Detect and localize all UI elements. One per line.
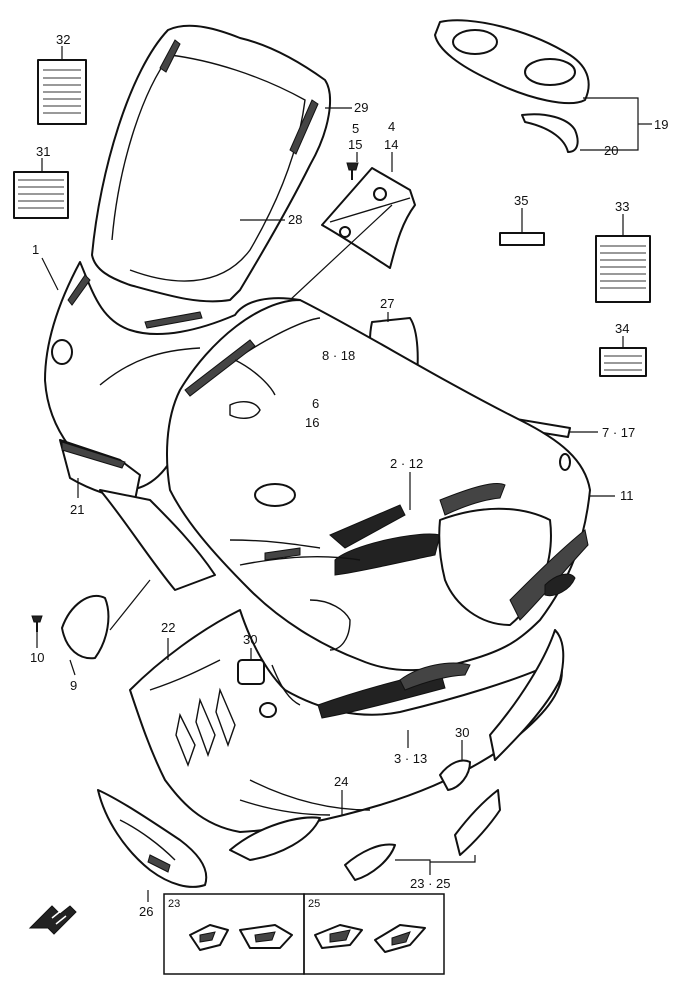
decal-23-a — [344, 843, 396, 881]
cowling-trim-19-20 — [434, 19, 590, 153]
callout-1: 1 — [32, 242, 39, 257]
callout-23-25: 23 · 25 — [410, 876, 450, 891]
label-decal-34 — [599, 347, 647, 377]
inset-label-25: 25 — [308, 898, 320, 910]
label-decal-35 — [499, 232, 545, 246]
callout-15: 15 — [348, 137, 362, 152]
callout-6: 6 — [312, 396, 319, 411]
callout-30-right: 30 — [455, 725, 469, 740]
callout-4: 4 — [388, 119, 395, 134]
lower-side-piece-26 — [97, 789, 208, 888]
inset-box-25 — [303, 893, 445, 975]
callout-9: 9 — [70, 678, 77, 693]
label-decal-31 — [13, 171, 69, 219]
callout-24: 24 — [334, 774, 348, 789]
cap-30-left — [237, 659, 265, 685]
callout-32: 32 — [56, 32, 70, 47]
callout-7-17: 7 · 17 — [602, 425, 635, 440]
callout-33: 33 — [615, 199, 629, 214]
screw-icon — [31, 615, 43, 632]
callout-20: 20 — [604, 143, 618, 158]
decal-25-a — [454, 789, 501, 856]
inner-panel-21 — [59, 439, 216, 591]
callout-3-13: 3 · 13 — [394, 751, 427, 766]
callout-22: 22 — [161, 620, 175, 635]
inset-box-23 — [163, 893, 305, 975]
label-decal-32 — [37, 59, 87, 125]
callout-5: 5 — [352, 121, 359, 136]
callout-35: 35 — [514, 193, 528, 208]
side-cowling-11 — [166, 299, 591, 672]
screw-icon — [346, 162, 359, 180]
callout-28: 28 — [288, 212, 302, 227]
windscreen — [91, 24, 331, 303]
callout-29: 29 — [354, 100, 368, 115]
direction-arrow-icon — [28, 905, 77, 935]
callout-26: 26 — [139, 904, 153, 919]
inset-label-23: 23 — [168, 898, 180, 910]
callout-11: 11 — [620, 488, 634, 503]
callout-21: 21 — [70, 502, 84, 517]
callout-16: 16 — [305, 415, 319, 430]
callout-10: 10 — [30, 650, 44, 665]
label-decal-33 — [595, 235, 651, 303]
callout-labels: 32 31 1 29 28 5 15 4 14 19 20 35 33 27 3… — [30, 32, 668, 919]
callout-27: 27 — [380, 296, 394, 311]
side-strip-3-13 — [489, 629, 565, 761]
callout-30-left: 30 — [243, 632, 257, 647]
cover-lid-9 — [61, 594, 110, 660]
callout-2-12: 2 · 12 — [390, 456, 423, 471]
callout-8-18: 8 · 18 — [322, 348, 355, 363]
mirror-bracket — [321, 167, 416, 269]
callout-19: 19 — [654, 117, 668, 132]
callout-34: 34 — [615, 321, 629, 336]
callout-31: 31 — [36, 144, 50, 159]
cap-30-right — [439, 759, 471, 791]
callout-14: 14 — [384, 137, 398, 152]
